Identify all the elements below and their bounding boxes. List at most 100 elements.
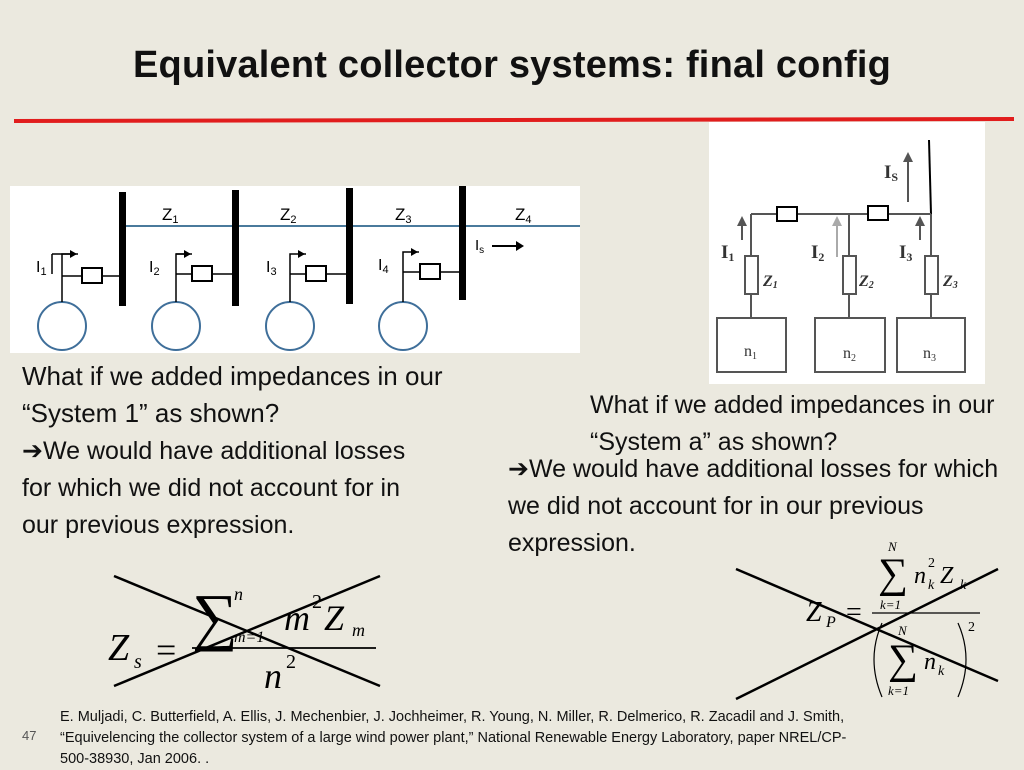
formula-equals: = (156, 630, 176, 670)
term-base: m (284, 598, 310, 638)
bus-1 (119, 192, 126, 306)
transformer-icon (305, 265, 327, 282)
formula-system-a: Z P = N ∑ k=1 n 2 k Z k N ∑ k=1 n k 2 (735, 539, 999, 701)
cross-out-line (735, 567, 999, 701)
unit-count-label: n3 (923, 345, 936, 364)
arrowhead-icon (184, 250, 191, 258)
sum-upper: n (234, 584, 243, 604)
arrowhead-icon (70, 250, 77, 258)
num-exp: 2 (928, 556, 935, 571)
impedance-box-icon (867, 205, 889, 221)
right-paren-icon (957, 622, 967, 698)
output-line (928, 139, 932, 215)
current-label: I3 (899, 242, 912, 264)
arrowhead-icon (737, 216, 747, 226)
impedance-box-icon (744, 255, 759, 295)
right-arrow-icon: ➔ (22, 437, 43, 465)
citation-line: 500-38930, Jan 2006. . (60, 751, 210, 767)
right-answer: ➔We would have additional losses for whi… (508, 451, 1003, 562)
formula-lhs-sub: s (134, 651, 142, 673)
num-base: n (914, 563, 926, 589)
left-answer: ➔We would have additional losses for whi… (22, 433, 422, 544)
arrowhead-icon (832, 216, 842, 226)
arrowhead-icon (298, 250, 305, 258)
den-upper: N (897, 623, 908, 638)
title-divider (13, 117, 1015, 123)
generator-unit-2: I2 (149, 250, 233, 351)
sum-symbol-icon: ∑ (878, 551, 908, 597)
impedance-label: Z1 (762, 273, 778, 291)
bus-3 (346, 188, 353, 304)
system-1-diagram: Z1 Z2 Z3 Z4 Is I1 I2 I3 (10, 186, 580, 353)
cross-out-line (113, 574, 381, 688)
unit-group-box (896, 317, 966, 373)
unit-group-box (716, 317, 787, 373)
left-answer-text: We would have additional losses for whic… (22, 437, 406, 539)
citation: E. Muljadi, C. Butterfield, A. Ellis, J.… (60, 707, 990, 770)
generator-icon (37, 301, 87, 351)
citation-line: E. Muljadi, C. Butterfield, A. Ellis, J.… (60, 709, 845, 725)
unit-group-box (814, 317, 886, 373)
impedance-label: Z3 (942, 273, 958, 291)
transformer-icon (419, 263, 441, 280)
num-upper: N (887, 539, 898, 554)
den-exp: 2 (286, 651, 296, 673)
impedance-box-icon (776, 206, 798, 222)
bus-4 (459, 186, 466, 300)
current-label: I2 (149, 259, 160, 278)
den-lower: k=1 (888, 683, 909, 698)
right-question: What if we added impedances in our “Syst… (590, 391, 995, 456)
num-sub: k (928, 578, 935, 593)
current-label: I1 (721, 242, 734, 264)
right-answer-text: We would have additional losses for whic… (508, 455, 999, 557)
current-label: I3 (266, 259, 277, 278)
output-current-label: Is (475, 237, 484, 256)
generator-icon (151, 301, 201, 351)
impedance-label: Z1 (162, 205, 179, 226)
formula-system-1: Z s = ∑ n m=1 m 2 Z m n 2 (108, 574, 381, 694)
transformer-icon (191, 265, 213, 282)
cross-out-line (735, 567, 999, 683)
current-label: I2 (811, 242, 824, 264)
impedance-box-icon (842, 255, 857, 295)
formula-lhs-sub: P (825, 614, 836, 631)
left-question: What if we added impedances in our “Syst… (22, 361, 443, 428)
generator-unit-4: I4 (378, 248, 460, 351)
den-base: n (264, 656, 282, 694)
current-label: I4 (378, 257, 389, 276)
formula-equals: = (846, 597, 862, 628)
branch-3: I3 Z3 n3 (896, 214, 966, 373)
citation-line: “Equivelencing the collector system of a… (60, 730, 847, 746)
arrowhead-icon (411, 248, 418, 256)
den-base: n (924, 649, 936, 675)
unit-count-label: n1 (744, 343, 757, 362)
generator-unit-3: I3 (265, 250, 347, 351)
bus-2 (232, 190, 239, 306)
generator-icon (378, 301, 428, 351)
arrowhead-icon (516, 241, 524, 251)
branch-2: I2 Z2 n2 (811, 214, 886, 373)
slide-title: Equivalent collector systems: final conf… (132, 44, 892, 86)
left-paren-icon (873, 622, 883, 698)
output-current-label: IS (884, 162, 898, 184)
arrowhead-icon (915, 216, 925, 226)
impedance-label: Z2 (280, 205, 297, 226)
den-sub: k (938, 664, 945, 679)
generator-icon (265, 301, 315, 351)
impedance-label: Z2 (858, 273, 874, 291)
system-a-diagram: IS I1 Z1 n1 I2 Z2 n2 I3 Z3 n3 (709, 122, 985, 384)
impedance-box-icon (924, 255, 939, 295)
generator-unit-1: I1 (36, 250, 120, 351)
num-z: Z (940, 563, 954, 589)
formula-lhs: Z (108, 627, 130, 669)
current-label: I1 (36, 259, 47, 278)
branch-1: I1 Z1 n1 (716, 214, 787, 373)
transformer-icon (81, 267, 103, 284)
impedance-label: Z4 (515, 205, 532, 226)
num-lower: k=1 (880, 597, 901, 612)
term-z-sub: m (352, 620, 365, 640)
slide-number: 47 (22, 728, 37, 743)
unit-count-label: n2 (843, 345, 856, 364)
arrowhead-icon (903, 152, 913, 162)
impedance-label: Z3 (395, 205, 412, 226)
